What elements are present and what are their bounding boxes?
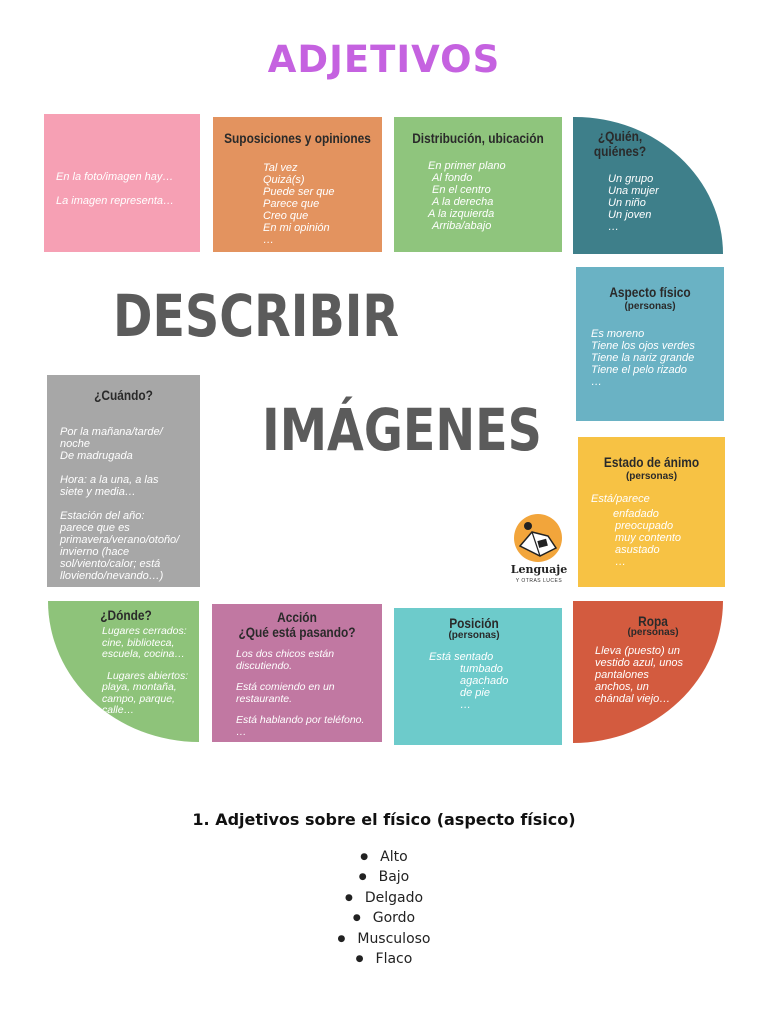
tile-cuando: ¿Cuándo? Por la mañana/tarde/ noche De m… bbox=[47, 375, 200, 587]
tile-suposiciones-text: Tal vez Quizá(s) Puede ser que Parece qu… bbox=[263, 162, 335, 246]
list-item: Flaco bbox=[0, 949, 768, 969]
lenguaje-logo: Lenguaje Y OTRAS LUCES bbox=[506, 512, 572, 592]
tile-aspecto-subheading: (personas) bbox=[624, 301, 676, 312]
list-item: Bajo bbox=[0, 867, 768, 887]
tile-cuando-text: Por la mañana/tarde/ noche De madrugada … bbox=[60, 426, 180, 582]
tile-distribucion: Distribución, ubicación En primer plano … bbox=[394, 117, 562, 252]
adjective-list: Alto Bajo Delgado Gordo Musculoso Flaco bbox=[0, 847, 768, 969]
tile-posicion-text: Está sentado tumbado agachado de pie … bbox=[429, 651, 509, 711]
tile-suposiciones: Suposiciones y opiniones Tal vez Quizá(s… bbox=[213, 117, 382, 252]
logo-icon bbox=[514, 514, 562, 562]
tile-distribucion-heading: Distribución, ubicación bbox=[412, 130, 544, 146]
tile-cuando-heading: ¿Cuándo? bbox=[94, 387, 153, 403]
tile-accion-text: Los dos chicos están discutiendo. Está c… bbox=[236, 648, 365, 738]
tile-animo: Estado de ánimo (personas) Está/parece e… bbox=[578, 437, 725, 587]
tile-animo-heading: Estado de ánimo bbox=[603, 454, 700, 470]
tile-ropa-text: Lleva (puesto) un vestido azul, unos pan… bbox=[595, 645, 684, 705]
tile-quien: ¿Quién, quiénes? Un grupo Una mujer Un n… bbox=[573, 117, 723, 254]
list-item: Musculoso bbox=[0, 929, 768, 949]
logo-text: Lenguaje bbox=[510, 563, 568, 576]
tile-aspecto: Aspecto físico (personas) Es moreno Tien… bbox=[576, 267, 724, 421]
section-heading: 1. Adjetivos sobre el físico (aspecto fí… bbox=[192, 810, 576, 829]
tile-aspecto-heading: Aspecto físico bbox=[609, 284, 691, 300]
tile-posicion-heading: Posición bbox=[449, 615, 499, 631]
tile-accion-heading2: ¿Qué está pasando? bbox=[238, 624, 356, 640]
tile-posicion: Posición (personas) Está sentado tumbado… bbox=[394, 608, 562, 745]
tile-ropa-heading: Ropa bbox=[638, 613, 668, 629]
tile-ropa-subheading: (personas) bbox=[627, 627, 679, 638]
tile-intro-text: En la foto/imagen hay… La imagen represe… bbox=[56, 171, 175, 207]
list-item: Delgado bbox=[0, 888, 768, 908]
tile-animo-subheading: (personas) bbox=[625, 471, 678, 482]
tile-accion-heading: Acción bbox=[277, 609, 317, 625]
logo-subtext: Y OTRAS LUCES bbox=[515, 578, 563, 584]
tile-donde: ¿Dónde? Lugares cerrados: cine, bibliote… bbox=[48, 601, 199, 742]
list-item: Alto bbox=[0, 847, 768, 867]
tile-donde-heading: ¿Dónde? bbox=[100, 607, 152, 623]
tile-aspecto-text: Es moreno Tiene los ojos verdes Tiene la… bbox=[591, 328, 695, 388]
tile-donde-text: Lugares cerrados: cine, biblioteca, escu… bbox=[102, 625, 189, 716]
heading-describir: DESCRIBIR bbox=[113, 282, 400, 350]
tile-distribucion-text: En primer plano Al fondo En el centro A … bbox=[428, 160, 506, 232]
tile-ropa: Ropa (personas) Lleva (puesto) un vestid… bbox=[573, 601, 723, 743]
tile-animo-text: Está/parece enfadado preocupado muy cont… bbox=[591, 493, 682, 568]
heading-imagenes: IMÁGENES bbox=[262, 396, 542, 464]
tile-quien-text: Un grupo Una mujer Un niño Un joven … bbox=[608, 173, 659, 233]
tile-suposiciones-heading: Suposiciones y opiniones bbox=[224, 130, 371, 146]
tile-accion: Acción ¿Qué está pasando? Los dos chicos… bbox=[212, 604, 382, 742]
tile-posicion-subheading: (personas) bbox=[448, 630, 500, 641]
tile-intro: En la foto/imagen hay… La imagen represe… bbox=[44, 114, 200, 252]
tile-quien-heading: ¿Quién, quiénes? bbox=[593, 128, 647, 159]
page-title: ADJETIVOS bbox=[267, 38, 501, 81]
list-item: Gordo bbox=[0, 908, 768, 928]
